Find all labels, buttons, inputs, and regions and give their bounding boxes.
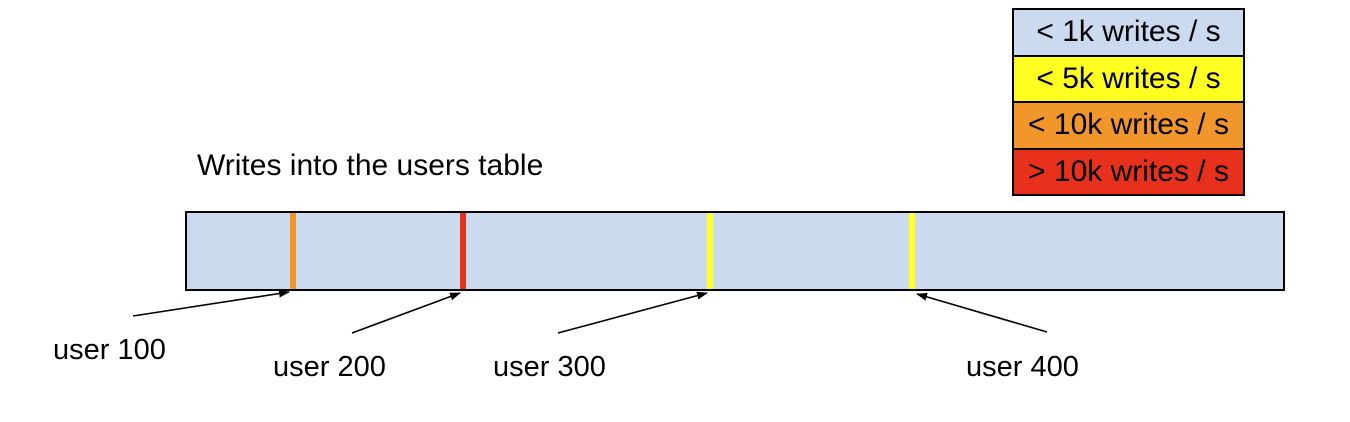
legend-item-lt-5k: < 5k writes / s [1014,56,1243,103]
label-user-100: user 100 [53,334,166,366]
legend-item-label: < 1k writes / s [1036,15,1221,49]
legend-item-label: < 5k writes / s [1036,61,1221,95]
users-table-bar [185,211,1285,291]
legend-item-label: > 10k writes / s [1028,154,1229,188]
legend: < 1k writes / s < 5k writes / s < 10k wr… [1012,8,1245,196]
label-user-300: user 300 [493,351,606,383]
shard-marker-user-100 [290,213,296,289]
legend-item-gt-10k: > 10k writes / s [1014,149,1243,194]
legend-item-lt-1k: < 1k writes / s [1014,10,1243,57]
diagram-title: Writes into the users table [197,149,544,182]
legend-item-lt-10k: < 10k writes / s [1014,103,1243,150]
shard-marker-user-200 [460,213,466,289]
legend-item-label: < 10k writes / s [1028,108,1229,142]
arrow-user-300 [557,291,708,334]
label-user-200: user 200 [273,351,386,383]
shard-marker-user-300 [707,213,713,289]
arrow-user-100 [132,289,290,317]
shard-marker-user-400 [909,213,915,289]
label-user-400: user 400 [966,351,1079,383]
arrow-user-200 [351,292,461,334]
arrow-user-400 [916,292,1048,333]
